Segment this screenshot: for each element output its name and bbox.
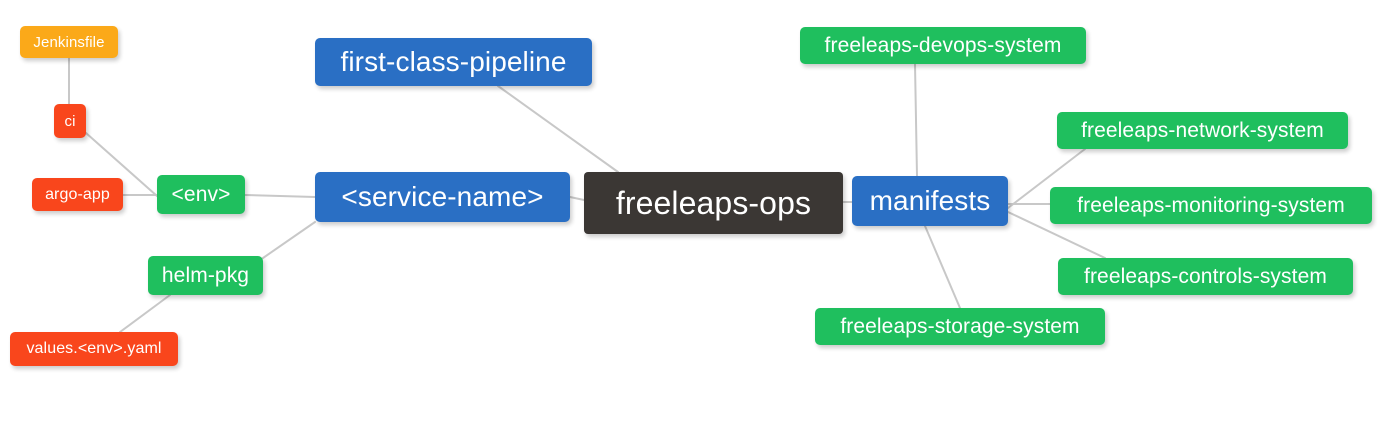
- edge-manifests-to-freeleaps-storage-system: [924, 225, 961, 309]
- node-label-ci: ci: [64, 112, 76, 130]
- edge-first-class-pipeline-to-freeleaps-ops: [497, 85, 619, 173]
- node-argo-app[interactable]: argo-app: [32, 178, 123, 211]
- node-freeleaps-storage-system[interactable]: freeleaps-storage-system: [815, 308, 1105, 345]
- node-helm-pkg[interactable]: helm-pkg: [148, 256, 263, 295]
- node-label-freeleaps-monitoring-system: freeleaps-monitoring-system: [1077, 194, 1345, 217]
- node-label-env: <env>: [171, 183, 231, 206]
- node-label-freeleaps-ops: freeleaps-ops: [615, 185, 812, 221]
- node-label-first-class-pipeline: first-class-pipeline: [340, 46, 567, 77]
- node-service-name[interactable]: <service-name>: [315, 172, 570, 222]
- node-freeleaps-ops[interactable]: freeleaps-ops: [584, 172, 843, 234]
- edge-env-to-service-name: [244, 194, 316, 198]
- node-label-service-name: <service-name>: [341, 181, 544, 212]
- node-label-freeleaps-storage-system: freeleaps-storage-system: [840, 315, 1080, 338]
- node-manifests[interactable]: manifests: [852, 176, 1008, 226]
- node-freeleaps-controls-system[interactable]: freeleaps-controls-system: [1058, 258, 1353, 295]
- edge-helm-pkg-to-values-yaml: [119, 294, 171, 333]
- node-freeleaps-devops-system[interactable]: freeleaps-devops-system: [800, 27, 1086, 64]
- node-label-freeleaps-controls-system: freeleaps-controls-system: [1084, 265, 1327, 288]
- node-freeleaps-monitoring-system[interactable]: freeleaps-monitoring-system: [1050, 187, 1372, 224]
- node-values-yaml[interactable]: values.<env>.yaml: [10, 332, 178, 366]
- node-label-jenkinsfile: Jenkinsfile: [33, 33, 105, 51]
- node-jenkinsfile[interactable]: Jenkinsfile: [20, 26, 118, 58]
- node-ci[interactable]: ci: [54, 104, 86, 138]
- edge-manifests-to-freeleaps-devops-system: [914, 63, 918, 177]
- node-label-freeleaps-network-system: freeleaps-network-system: [1081, 119, 1324, 142]
- node-label-freeleaps-devops-system: freeleaps-devops-system: [824, 34, 1062, 57]
- edge-service-name-to-helm-pkg: [262, 221, 316, 259]
- node-label-manifests: manifests: [869, 185, 991, 216]
- node-label-values-yaml: values.<env>.yaml: [26, 340, 162, 357]
- edge-service-name-to-freeleaps-ops: [569, 196, 585, 201]
- node-label-argo-app: argo-app: [45, 185, 110, 203]
- node-label-helm-pkg: helm-pkg: [161, 264, 250, 287]
- node-freeleaps-network-system[interactable]: freeleaps-network-system: [1057, 112, 1348, 149]
- node-env[interactable]: <env>: [157, 175, 245, 214]
- node-first-class-pipeline[interactable]: first-class-pipeline: [315, 38, 592, 86]
